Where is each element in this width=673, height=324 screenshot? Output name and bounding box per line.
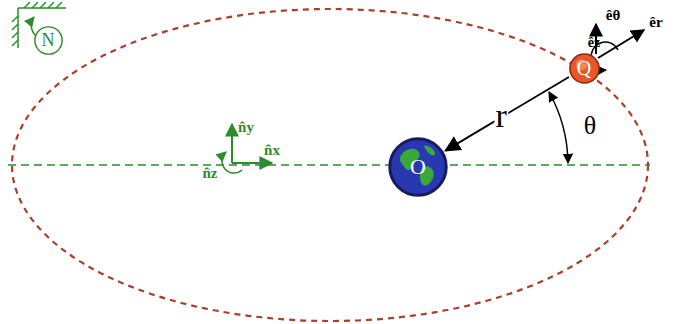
satellite-circle: Q	[569, 53, 600, 84]
angle-arc	[549, 92, 568, 163]
axis-label: êθ	[605, 8, 622, 23]
angle-label: θ	[583, 113, 597, 139]
axis-label: n̂y	[237, 120, 255, 135]
node-letter: O	[410, 156, 426, 178]
position-vector	[445, 77, 568, 151]
axis-label: n̂x	[263, 143, 281, 158]
apse-line	[8, 164, 650, 166]
axis-label: êz	[587, 36, 601, 50]
node-letter: N	[42, 31, 55, 49]
frame-circle: N	[34, 26, 63, 55]
orbit-ellipse	[12, 9, 648, 321]
vector-label: r	[495, 99, 508, 133]
earth-circle: O	[388, 137, 448, 197]
axis-label: n̂z	[202, 166, 219, 181]
axis-label: êr	[648, 15, 663, 30]
node-letter: Q	[577, 58, 591, 78]
